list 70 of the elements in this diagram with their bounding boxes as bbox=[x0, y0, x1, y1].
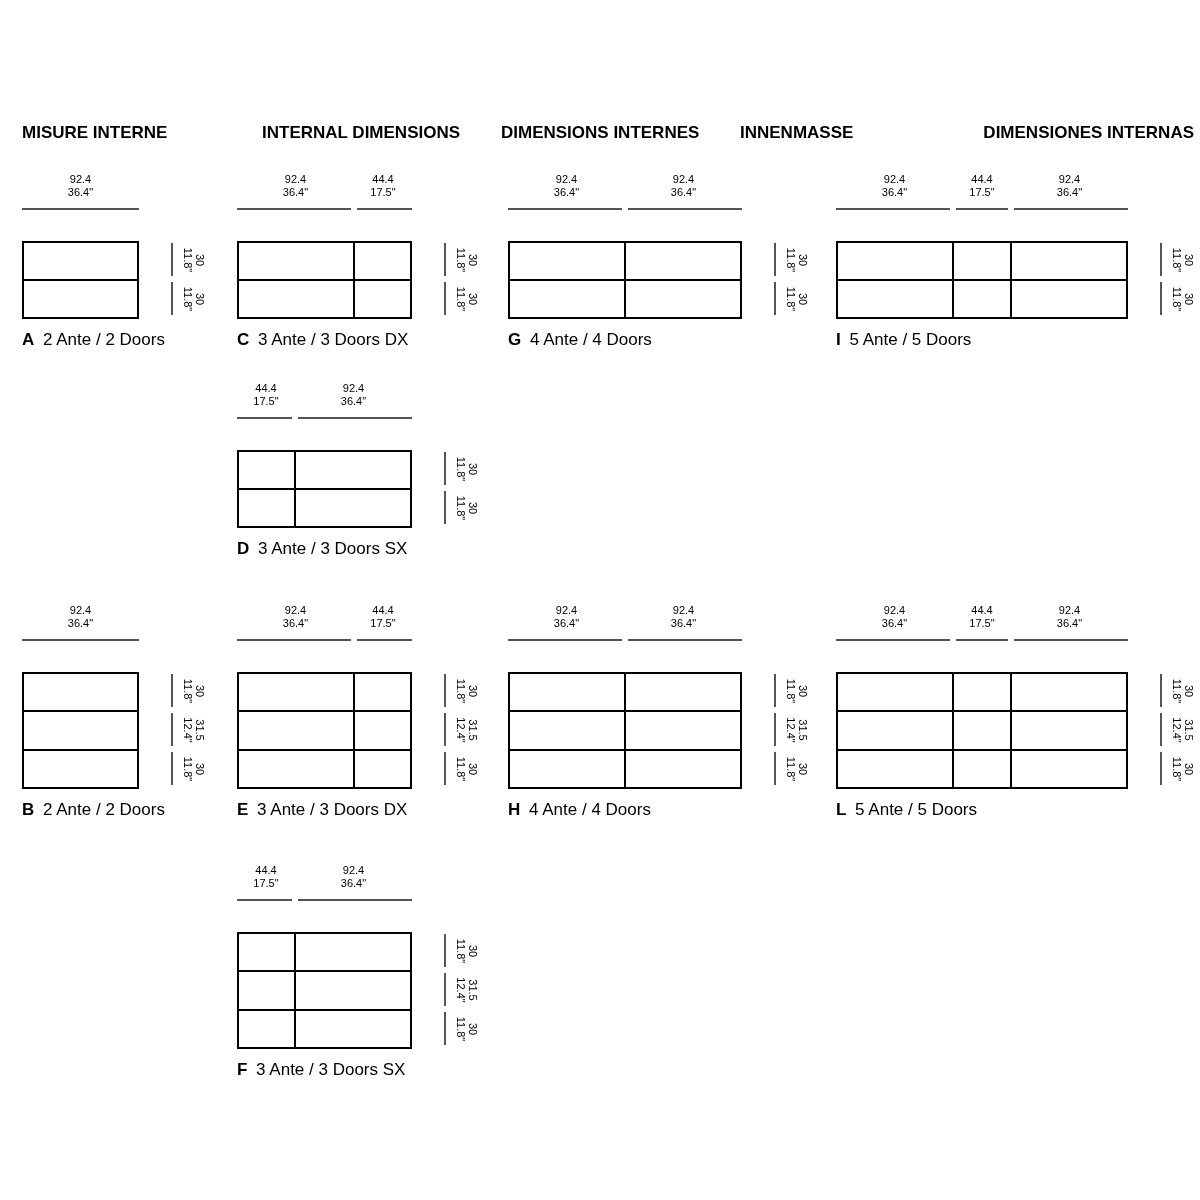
dimension-label: 30 11.8" bbox=[182, 247, 206, 272]
cabinet-drawing bbox=[836, 241, 1128, 319]
unit-caption: G 4 Ante / 4 Doors bbox=[508, 329, 652, 351]
dimension-label: 31.5 12.4" bbox=[785, 716, 809, 743]
dimension-label: 30 11.8" bbox=[182, 286, 206, 311]
dimension-label: 92.4 36.4" bbox=[669, 173, 698, 199]
cabinet-drawing bbox=[22, 241, 139, 319]
heading: MISURE INTERNE bbox=[22, 122, 168, 144]
dimension-label: 44.4 17.5" bbox=[369, 173, 397, 199]
cabinet-drawing bbox=[508, 241, 742, 319]
dimension-label: 30 11.8" bbox=[455, 678, 479, 703]
dimension-label: 92.4 36.4" bbox=[880, 173, 909, 199]
dimension-label: 92.4 36.4" bbox=[339, 864, 368, 890]
dimension-label: 44.4 17.5" bbox=[252, 382, 280, 408]
dimension-label: 30 11.8" bbox=[1171, 286, 1195, 311]
dimension-label: 92.4 36.4" bbox=[339, 382, 368, 408]
dimension-label: 30 11.8" bbox=[455, 495, 479, 520]
dimension-label: 30 11.8" bbox=[1171, 756, 1195, 781]
cabinet-drawing bbox=[22, 672, 139, 789]
dimension-label: 44.4 17.5" bbox=[968, 173, 996, 199]
dimension-label: 92.4 36.4" bbox=[669, 604, 698, 630]
dimension-label: 30 11.8" bbox=[182, 678, 206, 703]
dimension-label: 92.4 36.4" bbox=[552, 604, 581, 630]
unit-caption: C 3 Ante / 3 Doors DX bbox=[237, 329, 409, 351]
dimension-label: 92.4 36.4" bbox=[66, 604, 95, 630]
dimension-label: 92.4 36.4" bbox=[66, 173, 95, 199]
unit-caption: A 2 Ante / 2 Doors bbox=[22, 329, 165, 351]
heading: DIMENSIONS INTERNES bbox=[501, 122, 700, 144]
heading: DIMENSIONES INTERNAS bbox=[983, 122, 1194, 144]
dimension-label: 30 11.8" bbox=[785, 756, 809, 781]
unit-caption: L 5 Ante / 5 Doors bbox=[836, 799, 978, 821]
cabinet-drawing bbox=[237, 932, 412, 1049]
unit-caption: F 3 Ante / 3 Doors SX bbox=[237, 1059, 406, 1081]
dimension-label: 31.5 12.4" bbox=[182, 716, 206, 743]
dimension-label: 92.4 36.4" bbox=[1055, 173, 1084, 199]
dimension-label: 30 11.8" bbox=[455, 247, 479, 272]
dimension-label: 30 11.8" bbox=[455, 286, 479, 311]
unit-caption: B 2 Ante / 2 Doors bbox=[22, 799, 165, 821]
heading: INTERNAL DIMENSIONS bbox=[262, 122, 461, 144]
cabinet-drawing bbox=[508, 672, 742, 789]
cabinet-drawing bbox=[237, 450, 412, 528]
dimension-label: 92.4 36.4" bbox=[880, 604, 909, 630]
dimension-label: 30 11.8" bbox=[455, 456, 479, 481]
cabinet-drawing bbox=[237, 241, 412, 319]
unit-caption: D 3 Ante / 3 Doors SX bbox=[237, 538, 408, 560]
cabinet-drawing bbox=[836, 672, 1128, 789]
dimension-label: 30 11.8" bbox=[785, 678, 809, 703]
dimension-label: 30 11.8" bbox=[1171, 247, 1195, 272]
dimension-label: 30 11.8" bbox=[785, 286, 809, 311]
dimension-label: 31.5 12.4" bbox=[455, 716, 479, 743]
dimension-label: 92.4 36.4" bbox=[281, 173, 310, 199]
dimension-label: 30 11.8" bbox=[455, 756, 479, 781]
unit-caption: H 4 Ante / 4 Doors bbox=[508, 799, 651, 821]
dimension-label: 30 11.8" bbox=[785, 247, 809, 272]
dimension-label: 31.5 12.4" bbox=[1171, 716, 1195, 743]
dimension-label: 44.4 17.5" bbox=[252, 864, 280, 890]
dimension-label: 92.4 36.4" bbox=[281, 604, 310, 630]
dimension-label: 30 11.8" bbox=[1171, 678, 1195, 703]
dimension-label: 30 11.8" bbox=[182, 756, 206, 781]
heading: INNENMASSE bbox=[740, 122, 854, 144]
unit-caption: I 5 Ante / 5 Doors bbox=[836, 329, 972, 351]
dimension-label: 30 11.8" bbox=[455, 1016, 479, 1041]
unit-caption: E 3 Ante / 3 Doors DX bbox=[237, 799, 408, 821]
dimension-label: 31.5 12.4" bbox=[455, 976, 479, 1003]
dimension-label: 92.4 36.4" bbox=[552, 173, 581, 199]
dimension-label: 92.4 36.4" bbox=[1055, 604, 1084, 630]
dimension-label: 44.4 17.5" bbox=[369, 604, 397, 630]
dimension-label: 30 11.8" bbox=[455, 938, 479, 963]
cabinet-drawing bbox=[237, 672, 412, 789]
dimension-label: 44.4 17.5" bbox=[968, 604, 996, 630]
